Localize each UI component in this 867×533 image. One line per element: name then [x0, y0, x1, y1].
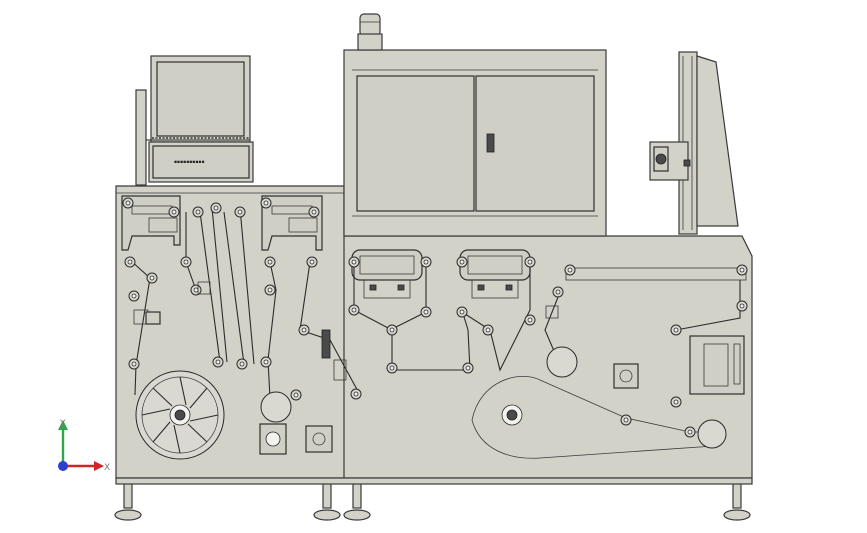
- servo-motor-right: [613, 363, 639, 389]
- y-axis-label: Y: [59, 419, 66, 429]
- monitor-arm: [135, 89, 147, 186]
- idler-roller: [308, 206, 320, 218]
- idler-roller: [192, 206, 204, 218]
- signal-tower-light: [357, 13, 383, 51]
- idler-roller: [564, 264, 576, 276]
- idler-roller: [420, 306, 432, 318]
- idler-roller: [234, 206, 246, 218]
- idler-roller: [210, 202, 222, 214]
- idler-roller: [190, 284, 202, 296]
- idler-roller: [212, 356, 224, 368]
- idler-roller: [456, 306, 468, 318]
- idler-roller: [456, 256, 468, 268]
- idler-roller: [670, 396, 682, 408]
- idler-roller: [264, 284, 276, 296]
- rewind-core: [501, 404, 523, 426]
- idler-roller: [236, 358, 248, 370]
- idler-roller: [128, 358, 140, 370]
- door-handle: [486, 133, 495, 153]
- idler-roller: [122, 197, 134, 209]
- leveling-feet: [114, 481, 751, 521]
- motor-box-left: [259, 423, 287, 455]
- idler-rollers: [122, 197, 748, 438]
- foot-center-left: [313, 481, 341, 521]
- idler-roller: [620, 414, 632, 426]
- idler-roller: [348, 256, 360, 268]
- idler-roller: [306, 256, 318, 268]
- idler-roller: [552, 286, 564, 298]
- idler-roller: [350, 388, 362, 400]
- x-axis-label: X: [104, 463, 110, 473]
- idler-roller: [124, 256, 136, 268]
- idler-roller: [420, 256, 432, 268]
- servo-motor-left: [305, 425, 333, 453]
- idler-roller: [462, 362, 474, 374]
- idler-roller: [386, 362, 398, 374]
- sensor-brackets: [133, 281, 559, 381]
- cabinet-door-right: [475, 75, 595, 212]
- large-rollers: [260, 346, 727, 449]
- left-dancer-unit-2: [261, 195, 323, 251]
- idler-roller: [260, 197, 272, 209]
- idler-roller: [524, 256, 536, 268]
- cabinet-door-left: [356, 75, 475, 212]
- foot-center-right: [343, 481, 371, 521]
- foot-right: [723, 481, 751, 521]
- vertical-linear-module: [649, 51, 739, 235]
- idler-roller: [146, 272, 158, 284]
- electrical-cabinet: [343, 49, 607, 237]
- idler-roller: [684, 426, 696, 438]
- idler-roller: [482, 324, 494, 336]
- idler-roller: [168, 206, 180, 218]
- idler-roller: [128, 290, 140, 302]
- idler-roller: [524, 314, 536, 326]
- idler-roller: [736, 300, 748, 312]
- idler-roller: [386, 324, 398, 336]
- control-plate-text: ▪▪▪▪▪▪▪▪▪▪: [174, 160, 205, 165]
- right-lower-unit: [689, 335, 745, 395]
- monitor-screen: [156, 61, 245, 137]
- coordinate-triad: Y X: [58, 419, 110, 473]
- idler-roller: [736, 264, 748, 276]
- idler-roller: [264, 256, 276, 268]
- idler-roller: [260, 356, 272, 368]
- idler-roller: [670, 324, 682, 336]
- idler-roller: [298, 324, 310, 336]
- idler-roller: [348, 304, 360, 316]
- hmi-monitor: ▪▪▪▪▪▪▪▪▪▪: [135, 55, 254, 186]
- right-top-guide-plate: [565, 267, 747, 281]
- origin-z-marker: [58, 461, 68, 471]
- idler-roller: [180, 256, 192, 268]
- idler-roller: [290, 389, 302, 401]
- unwind-reel: [135, 370, 225, 460]
- foot-left: [114, 481, 142, 521]
